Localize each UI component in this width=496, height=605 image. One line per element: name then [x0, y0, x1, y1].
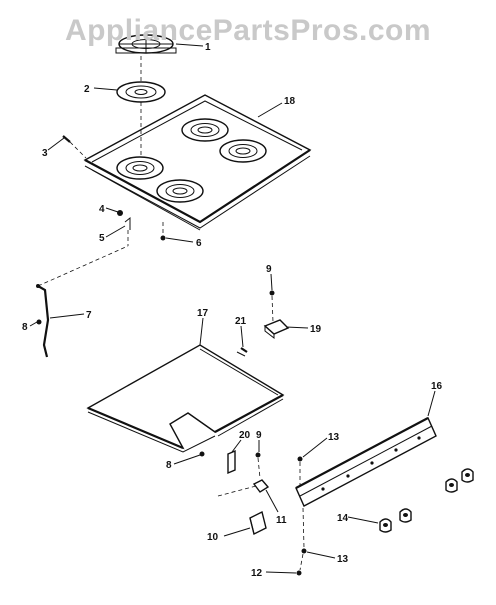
callout-5: 5 — [99, 233, 105, 244]
watermark: AppliancePartsPros.com — [64, 14, 432, 47]
callout-7: 7 — [86, 310, 92, 321]
callout-16: 16 — [431, 381, 443, 392]
callout-3: 3 — [42, 148, 48, 159]
callout-20: 20 — [239, 430, 251, 441]
burner-grate — [115, 34, 177, 54]
screw-part-13-bottom — [301, 548, 307, 554]
callout-8-left: 8 — [22, 322, 28, 333]
spacer-part-4 — [117, 210, 123, 216]
callout-4: 4 — [99, 204, 105, 215]
callout-1: 1 — [205, 42, 211, 53]
callout-13-bottom: 13 — [337, 554, 349, 565]
callout-10: 10 — [207, 532, 219, 543]
screw-part-8-left — [36, 319, 42, 325]
burner-bowl-front-left — [116, 156, 164, 180]
screw-part-12 — [296, 570, 302, 576]
callout-2: 2 — [84, 84, 90, 95]
callout-11: 11 — [276, 515, 287, 526]
callout-18: 18 — [284, 96, 296, 107]
bracket-part-20 — [227, 449, 236, 475]
bracket-part-11 — [252, 479, 270, 493]
screw-part-3 — [62, 135, 71, 143]
callout-9-bottom: 9 — [256, 430, 262, 441]
burner-bowl-rear-right — [219, 139, 267, 163]
screw-part-9-bottom — [255, 452, 261, 458]
burner-bowl-front-right — [156, 179, 204, 203]
cooktop-top — [83, 94, 312, 231]
leader-lines — [29, 43, 436, 574]
knob-part-14-b — [399, 508, 412, 523]
screw-part-6 — [160, 235, 166, 241]
bracket-part-5 — [124, 216, 131, 230]
callout-14: 14 — [337, 513, 349, 524]
bracket-part-19 — [263, 319, 290, 340]
callout-13-top: 13 — [328, 432, 340, 443]
callout-21: 21 — [235, 316, 247, 327]
screw-part-9-top — [269, 290, 275, 296]
callout-9-top: 9 — [266, 264, 272, 275]
burner-bowl-rear-left — [181, 118, 229, 142]
clip-part-21 — [236, 347, 248, 357]
knob-part-14-c — [445, 478, 458, 493]
screw-part-8-panel — [199, 451, 205, 457]
bottom-panel — [86, 344, 285, 453]
screw-part-13-top — [297, 456, 303, 462]
leg-part-10 — [249, 510, 267, 536]
knob-part-14-a — [379, 518, 392, 533]
front-rail — [295, 417, 437, 507]
callout-12: 12 — [251, 568, 263, 579]
callout-19: 19 — [310, 324, 322, 335]
callout-17: 17 — [197, 308, 209, 319]
knob-part-14-d — [461, 468, 474, 483]
callout-6: 6 — [196, 238, 202, 249]
callout-8-panel: 8 — [166, 460, 172, 471]
drip-bowl — [116, 81, 166, 103]
